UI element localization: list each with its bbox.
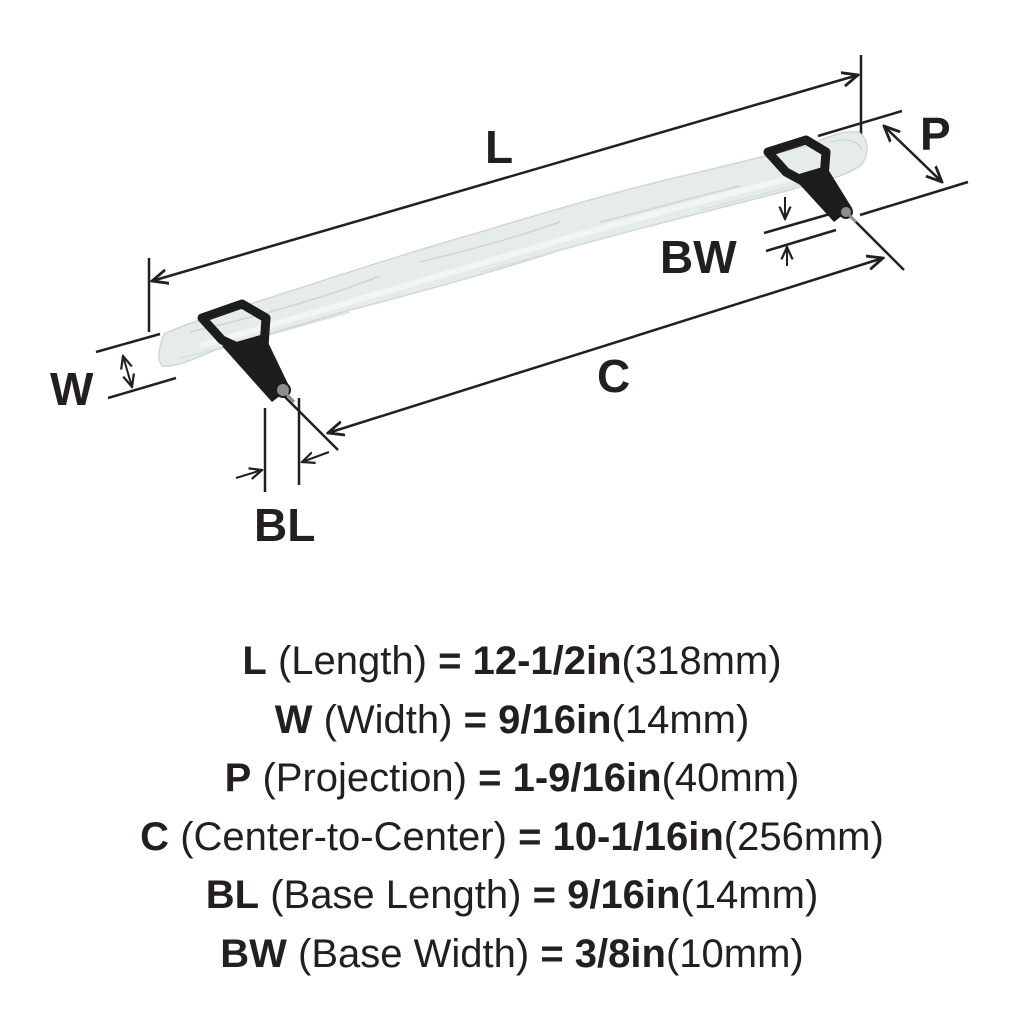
spec-imperial: 3/8in [574,931,666,976]
spec-base-width: BW (Base Width) = 3/8in(10mm) [0,925,1024,984]
spec-imperial: 10-1/16in [552,814,724,859]
handle-bar [158,131,868,367]
spec-equals: = [518,814,542,859]
spec-length: L (Length) = 12-1/2in(318mm) [0,632,1024,691]
spec-metric: (10mm) [665,931,804,976]
length-dimension: L [147,55,863,332]
specifications-list: L (Length) = 12-1/2in(318mm) W (Width) =… [0,632,1024,984]
projection-label: P [920,108,951,160]
spec-metric: (40mm) [661,756,800,801]
spec-name: (Base Length) [270,873,522,918]
center-to-center-dimension: C [283,211,905,451]
spec-metric: (14mm) [611,697,750,742]
width-dimension: W [50,332,177,415]
spec-key: C [140,814,170,859]
base-length-dimension: BL [235,398,330,551]
spec-imperial: 9/16in [567,873,681,918]
spec-equals: = [532,873,556,918]
spec-imperial: 12-1/2in [472,639,622,683]
spec-center-to-center: C (Center-to-Center) = 10-1/16in(256mm) [0,808,1024,867]
spec-width: W (Width) = 9/16in(14mm) [0,691,1024,750]
center-to-center-label: C [597,350,630,402]
spec-base-length: BL (Base Length) = 9/16in(14mm) [0,866,1024,925]
projection-dimension: P [817,108,969,217]
spec-name: (Projection) [262,756,467,801]
spec-equals: = [478,756,502,801]
spec-imperial: 1-9/16in [512,756,662,801]
spec-equals: = [438,639,462,683]
spec-name: (Width) [323,697,453,742]
spec-name: (Length) [277,639,427,683]
spec-name: (Center-to-Center) [180,814,507,859]
spec-key: W [274,697,313,742]
spec-key: BL [205,873,260,918]
right-mount-post [763,135,858,224]
base-length-label: BL [254,499,315,551]
spec-equals: = [463,697,487,742]
spec-key: P [224,756,252,801]
dimension-diagram: L W P BW C BL [50,55,969,551]
spec-projection: P (Projection) = 1-9/16in(40mm) [0,749,1024,808]
spec-name: (Base Width) [298,931,530,976]
base-width-label: BW [660,231,737,283]
spec-metric: (318mm) [621,639,782,683]
length-label: L [485,121,513,173]
left-mount-post [197,299,296,404]
spec-imperial: 9/16in [498,697,612,742]
spec-metric: (14mm) [680,873,819,918]
width-label: W [50,363,94,415]
spec-key: BW [220,931,287,976]
spec-key: L [242,639,267,683]
spec-metric: (256mm) [723,814,884,859]
spec-equals: = [540,931,564,976]
